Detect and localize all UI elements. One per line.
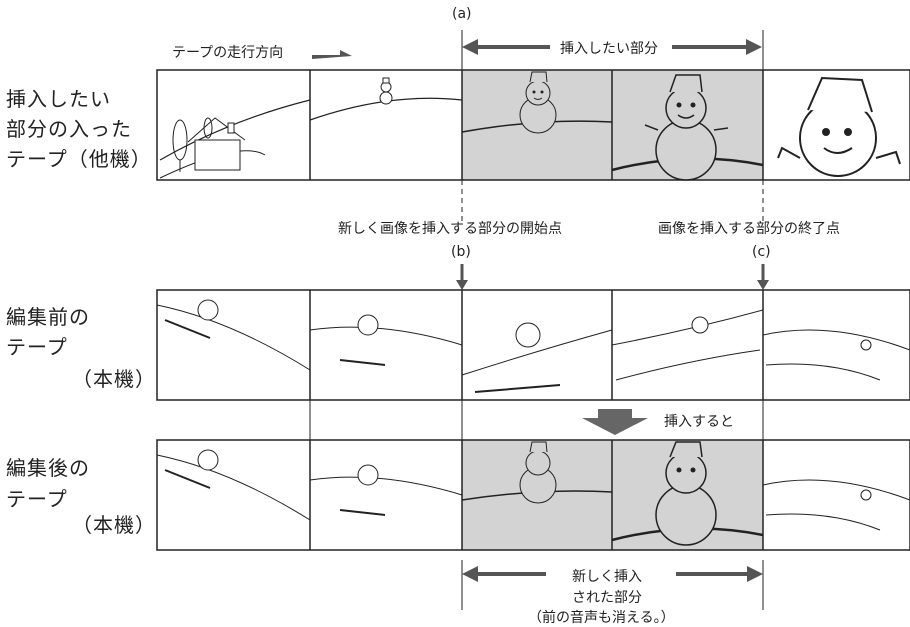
bottom-arrow-label-line1: 新しく挿入 bbox=[572, 569, 642, 585]
inserted-range-arrow-bottom bbox=[461, 560, 764, 610]
row3-label-line2: テープ bbox=[6, 487, 68, 511]
end-point-label: 画像を挿入する部分の終了点 bbox=[658, 221, 840, 237]
marker-b: (b) bbox=[451, 244, 471, 260]
row2-label-line3: （本機） bbox=[72, 367, 156, 391]
row3-label-line1: 編集後の bbox=[6, 456, 90, 480]
row3-label-line3: （本機） bbox=[72, 513, 156, 537]
row2-label-line2: テープ bbox=[6, 335, 68, 359]
tape-strip-row3 bbox=[156, 439, 910, 551]
marker-c: (c) bbox=[752, 244, 771, 260]
row1-label-line3: テープ（他機） bbox=[6, 147, 152, 171]
marker-arrow-c bbox=[757, 264, 769, 290]
bottom-arrow-label-line2: された部分 bbox=[572, 590, 642, 606]
row1-label-line1: 挿入したい bbox=[6, 87, 111, 111]
insert-range-arrow-top bbox=[461, 30, 764, 70]
tape-strip-row1 bbox=[156, 69, 910, 181]
row1-label-line2: 部分の入った bbox=[6, 117, 132, 141]
tape-direction-arrow bbox=[312, 50, 352, 59]
marker-arrow-b bbox=[456, 264, 468, 290]
marker-a: (a) bbox=[452, 6, 472, 22]
insert-label: 挿入すると bbox=[664, 414, 734, 430]
top-arrow-label: 挿入したい部分 bbox=[560, 41, 658, 57]
row2-label-line1: 編集前の bbox=[6, 305, 90, 329]
bottom-arrow-label-line3: （前の音声も消える。） bbox=[528, 610, 675, 626]
start-point-label: 新しく画像を挿入する部分の開始点 bbox=[338, 221, 562, 237]
tape-strip-row2 bbox=[156, 289, 910, 401]
tape-direction-label: テープの走行方向 bbox=[172, 45, 284, 61]
insert-down-arrow bbox=[582, 409, 648, 435]
